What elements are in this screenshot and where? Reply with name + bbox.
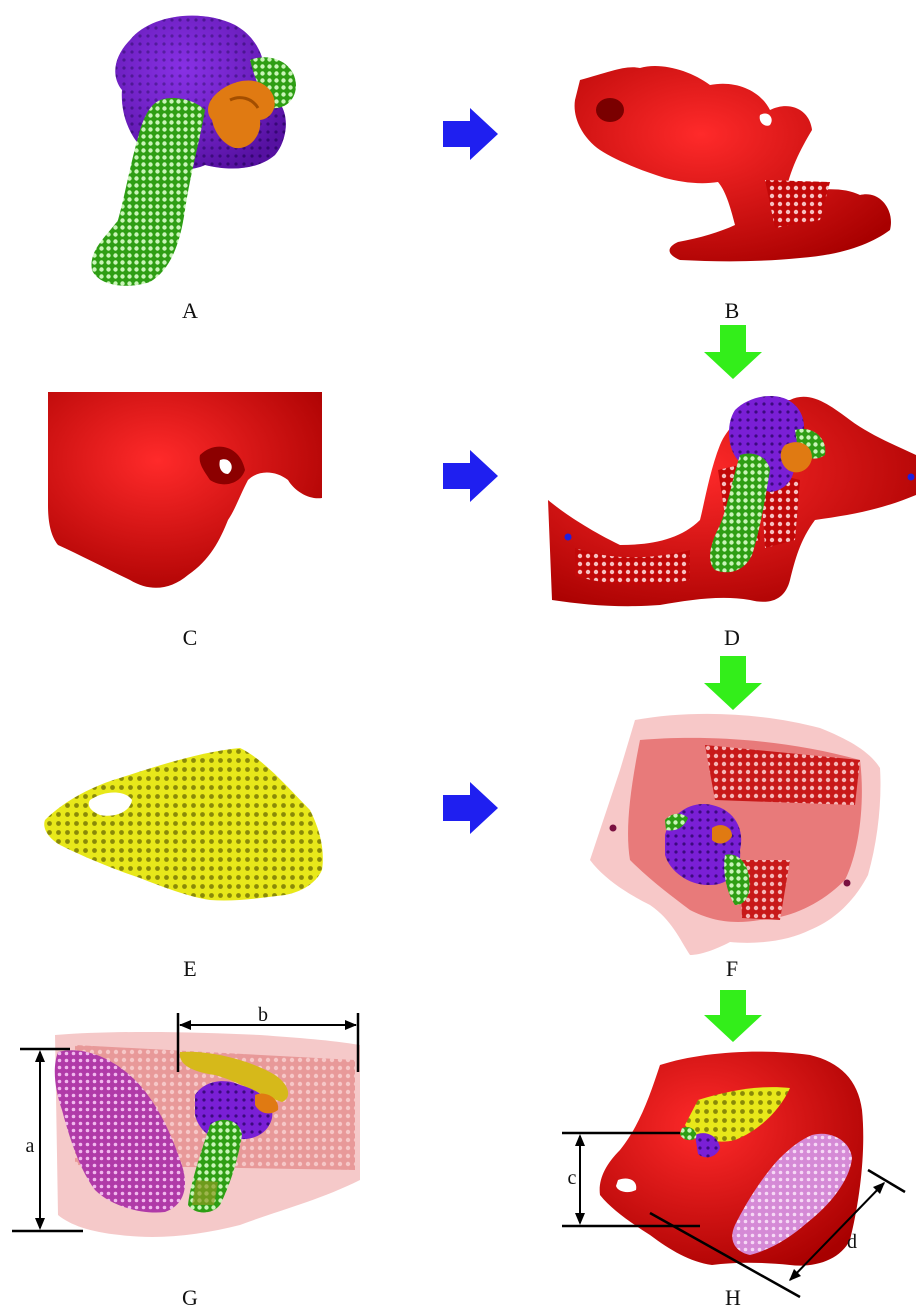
arrow-down-icon (704, 325, 762, 379)
panel-label-g: G (182, 1285, 198, 1310)
dimension-label-d: d (847, 1231, 857, 1253)
dimension-label-a: a (26, 1135, 35, 1157)
panel-b-model (575, 66, 891, 261)
panel-g-model (55, 1032, 360, 1237)
panel-c-model (48, 392, 322, 588)
arrow-right-icon (443, 450, 498, 502)
panel-label-e: E (183, 956, 196, 981)
panel-label-f: F (726, 956, 738, 981)
panel-d-model (548, 396, 916, 606)
arrow-right-icon (443, 108, 498, 160)
panel-f-model (590, 714, 881, 955)
panel-h-model (600, 1052, 864, 1266)
panel-label-b: B (725, 298, 740, 323)
arrow-down-icon (704, 656, 762, 710)
arrow-right-icon (443, 782, 498, 834)
panel-a-model (91, 16, 296, 286)
dimension-label-c: c (568, 1167, 577, 1189)
panel-label-c: C (183, 625, 198, 650)
panel-label-d: D (724, 625, 740, 650)
panel-label-a: A (182, 298, 198, 323)
arrow-down-icon (704, 990, 762, 1042)
panel-e-model (44, 748, 323, 901)
panel-label-h: H (725, 1285, 741, 1310)
dimension-label-b: b (258, 1004, 268, 1026)
